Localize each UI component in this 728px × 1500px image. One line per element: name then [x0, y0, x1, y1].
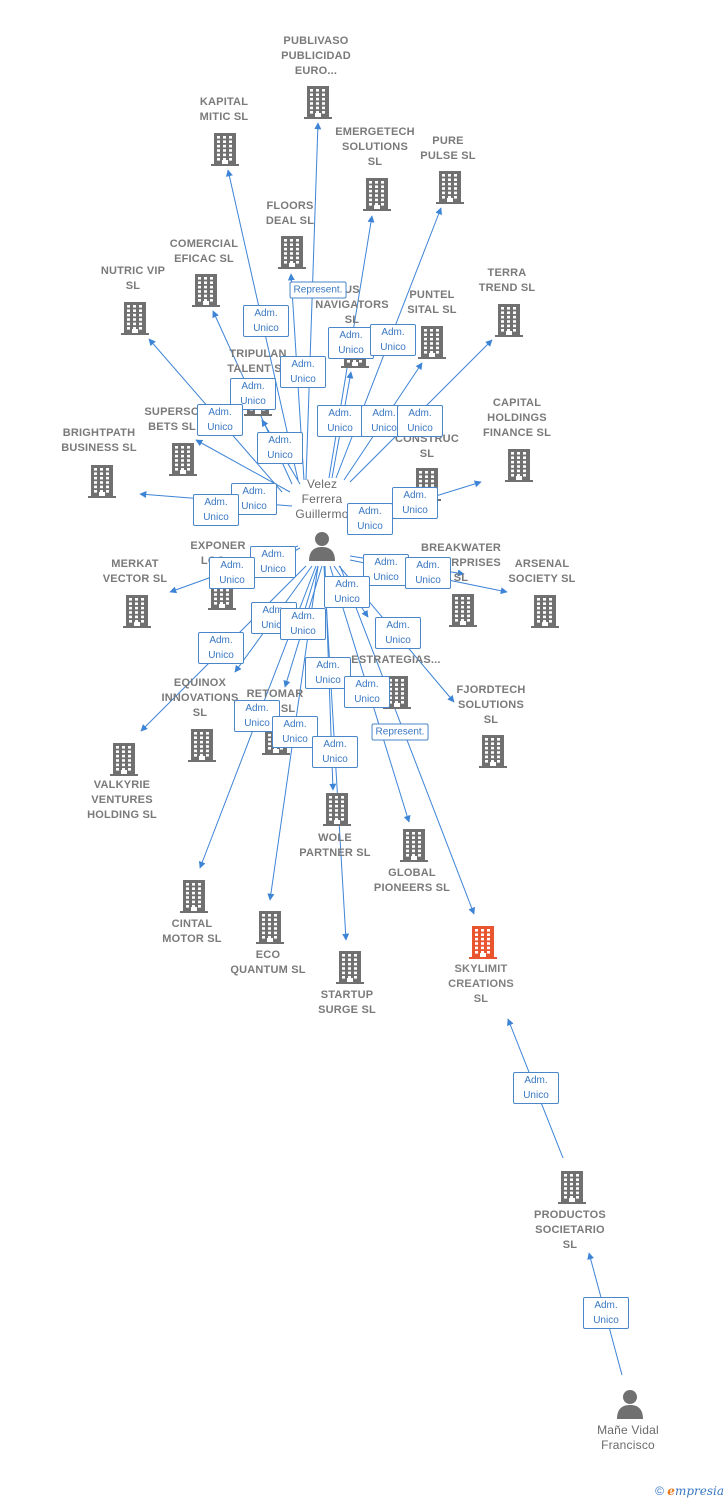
relation-badge[interactable]: Adm. Unico [370, 324, 416, 356]
node-label-floors[interactable]: FLOORS DEAL SL [265, 200, 315, 227]
building-icon[interactable] [123, 595, 151, 628]
building-icon[interactable] [110, 743, 138, 776]
relation-badge[interactable]: Adm. Unico [392, 487, 438, 519]
relation-badge[interactable]: Adm. Unico [209, 557, 255, 589]
building-icon[interactable] [169, 443, 197, 476]
relation-badge[interactable]: Adm. Unico [257, 432, 303, 464]
node-label-valkyrie[interactable]: VALKYRIE VENTURES HOLDING SL [87, 779, 157, 821]
node-label-brightpath[interactable]: BRIGHTPATH BUSINESS SL [61, 427, 137, 454]
node-label-wole[interactable]: WOLE PARTNER SL [299, 832, 371, 859]
relation-badge[interactable]: Adm. Unico [328, 327, 374, 359]
empresia-logo: empresia [667, 1484, 724, 1498]
building-icon[interactable] [363, 178, 391, 211]
relation-badge[interactable]: Represent. [289, 281, 347, 299]
relation-badge[interactable]: Adm. Unico [250, 546, 296, 578]
relation-badge[interactable]: Adm. Unico [347, 503, 393, 535]
building-icon[interactable] [211, 133, 239, 166]
node-label-equinox[interactable]: EQUINOX INNOVATIONS SL [161, 677, 239, 719]
node-label-center[interactable]: Velez Ferrera Guillermo [295, 477, 349, 521]
node-label-terra[interactable]: TERRA TREND SL [478, 267, 536, 294]
building-icon[interactable] [449, 594, 477, 627]
node-label-tripulan[interactable]: TRIPULAN TALENT SL [227, 348, 288, 375]
node-label-nutric[interactable]: NUTRIC VIP SL [100, 265, 166, 292]
relation-badge[interactable]: Adm. Unico [583, 1297, 629, 1329]
relation-badge[interactable]: Adm. Unico [312, 736, 358, 768]
node-label-mane[interactable]: Mañe Vidal Francisco [597, 1423, 659, 1452]
building-icon[interactable] [383, 676, 411, 709]
node-label-global[interactable]: GLOBAL PIONEERS SL [373, 867, 451, 894]
node-label-superso[interactable]: SUPERSO BETS SL [144, 406, 200, 433]
building-icon[interactable] [192, 274, 220, 307]
node-label-comercial[interactable]: COMERCIAL EFICAC SL [169, 238, 239, 265]
relation-badge[interactable]: Adm. Unico [317, 405, 363, 437]
node-label-emergetech[interactable]: EMERGETECH SOLUTIONS SL [335, 126, 415, 168]
copyright-symbol: © [655, 1484, 664, 1498]
node-label-publivaso[interactable]: PUBLIVASO PUBLICIDAD EURO... [281, 35, 351, 77]
relation-badge[interactable]: Adm. Unico [513, 1072, 559, 1104]
building-icon[interactable] [188, 729, 216, 762]
relation-badge[interactable]: Adm. Unico [272, 716, 318, 748]
relation-badge[interactable]: Adm. Unico [363, 554, 409, 586]
building-icon[interactable] [400, 829, 428, 862]
building-icon[interactable] [436, 171, 464, 204]
node-label-arsenal[interactable]: ARSENAL SOCIETY SL [508, 558, 576, 585]
icon-layer [88, 86, 643, 1419]
relation-badge[interactable]: Adm. Unico [243, 305, 289, 337]
node-label-capital[interactable]: CAPITAL HOLDINGS FINANCE SL [483, 397, 551, 439]
node-label-purepulse[interactable]: PURE PULSE SL [420, 135, 476, 162]
building-icon[interactable] [121, 302, 149, 335]
relation-badge[interactable]: Adm. Unico [324, 576, 370, 608]
node-label-eco[interactable]: ECO QUANTUM SL [230, 949, 306, 976]
person-icon[interactable] [309, 532, 335, 561]
node-label-merkat[interactable]: MERKAT VECTOR SL [102, 558, 168, 585]
relation-badge[interactable]: Adm. Unico [197, 404, 243, 436]
building-icon[interactable] [180, 880, 208, 913]
relation-badge[interactable]: Adm. Unico [251, 602, 297, 634]
building-icon[interactable] [304, 86, 332, 119]
building-icon[interactable] [323, 793, 351, 826]
footer-brand[interactable]: © empresia [655, 1484, 724, 1498]
relation-badge[interactable]: Adm. Unico [305, 657, 351, 689]
node-label-startup[interactable]: STARTUP SURGE SL [318, 989, 376, 1016]
node-label-estrategias[interactable]: ESTRATEGIAS... [351, 654, 441, 666]
relation-badge[interactable]: Adm. Unico [397, 405, 443, 437]
building-icon[interactable] [278, 236, 306, 269]
building-icon[interactable] [336, 951, 364, 984]
building-icon[interactable] [88, 465, 116, 498]
node-label-navigators[interactable]: US NAVIGATORS SL [315, 284, 389, 326]
node-label-puntel[interactable]: PUNTEL SITAL SL [407, 289, 457, 316]
node-label-kapital[interactable]: KAPITAL MITIC SL [199, 96, 249, 123]
relation-badge[interactable]: Adm. Unico [344, 676, 390, 708]
building-icon[interactable] [495, 304, 523, 337]
relation-badge[interactable]: Adm. Unico [280, 356, 326, 388]
relation-edge [305, 122, 322, 481]
building-icon[interactable] [479, 735, 507, 768]
node-label-cintal[interactable]: CINTAL MOTOR SL [162, 918, 222, 945]
relation-badge[interactable]: Adm. Unico [375, 617, 421, 649]
building-icon[interactable] [558, 1171, 586, 1204]
relation-badge[interactable]: Adm. Unico [405, 557, 451, 589]
building-icon[interactable] [418, 326, 446, 359]
relation-badge[interactable]: Adm. Unico [198, 632, 244, 664]
node-label-skylimit[interactable]: SKYLIMIT CREATIONS SL [448, 963, 514, 1005]
building-icon[interactable] [505, 449, 533, 482]
node-label-productos[interactable]: PRODUCTOS SOCIETARIO SL [534, 1209, 606, 1251]
person-icon[interactable] [617, 1390, 643, 1419]
node-label-fjordtech[interactable]: FJORDTECH SOLUTIONS SL [456, 684, 526, 726]
building-icon[interactable] [469, 926, 497, 959]
building-icon[interactable] [256, 911, 284, 944]
relation-badge[interactable]: Adm. Unico [193, 494, 239, 526]
relation-badge[interactable]: Adm. Unico [280, 608, 326, 640]
relation-badge[interactable]: Represent. [371, 723, 429, 741]
building-icon[interactable] [531, 595, 559, 628]
